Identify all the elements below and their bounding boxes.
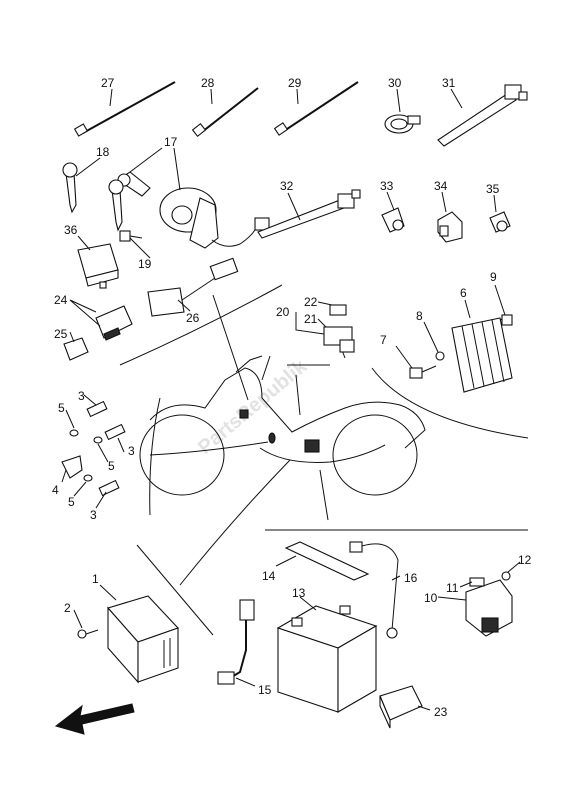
- callout-27: 27: [101, 76, 115, 90]
- part-33-clip[interactable]: [381, 207, 405, 233]
- callout-3-b: 3: [128, 444, 135, 458]
- part-5-washer-b[interactable]: [93, 436, 103, 444]
- part-3-bolt-a[interactable]: [86, 400, 108, 418]
- callout-4: 4: [52, 483, 59, 497]
- callout-18: 18: [96, 145, 110, 159]
- part-32-band[interactable]: [257, 189, 361, 239]
- part-14-strap[interactable]: [284, 541, 370, 581]
- section-dividers: [119, 284, 529, 636]
- part-1-control-unit[interactable]: [107, 595, 179, 684]
- part-8-washer[interactable]: [435, 351, 445, 361]
- part-6-rectifier-regulator[interactable]: [451, 314, 513, 393]
- callout-5-b: 5: [108, 459, 115, 473]
- part-3-bolt-b[interactable]: [104, 423, 126, 441]
- part-17-main-switch[interactable]: [117, 171, 270, 249]
- part-27-cable-tie[interactable]: [73, 81, 176, 137]
- callout-36: 36: [64, 223, 78, 237]
- part-10-starter-relay[interactable]: [465, 579, 513, 637]
- part-26-connector[interactable]: [147, 257, 239, 317]
- callout-34: 34: [434, 179, 448, 193]
- callout-23: 23: [434, 705, 448, 719]
- callout-30: 30: [388, 76, 402, 90]
- callout-21: 21: [304, 312, 318, 326]
- callout-3-c: 3: [90, 508, 97, 522]
- callout-10: 10: [424, 591, 438, 605]
- front-arrow-icon: [54, 703, 135, 735]
- callout-14: 14: [262, 569, 276, 583]
- part-22-fuse[interactable]: [329, 304, 347, 316]
- callout-3-a: 3: [78, 389, 85, 403]
- callout-24: 24: [54, 293, 68, 307]
- part-25-cover[interactable]: [63, 337, 89, 361]
- part-4-bracket[interactable]: [61, 455, 83, 479]
- part-15-battery-cable[interactable]: [217, 599, 255, 685]
- part-12-bolt[interactable]: [501, 571, 511, 581]
- part-29-cable-tie[interactable]: [273, 81, 359, 136]
- callout-32: 32: [280, 179, 294, 193]
- callout-31: 31: [442, 76, 456, 90]
- part-7-bolt[interactable]: [409, 365, 437, 379]
- watermark: PartsRepublik: [194, 355, 312, 459]
- part-21-relay[interactable]: [323, 326, 355, 359]
- part-3-bolt-c[interactable]: [98, 479, 120, 497]
- callout-22: 22: [304, 295, 318, 309]
- part-35-clip[interactable]: [489, 211, 511, 233]
- callout-6: 6: [460, 286, 467, 300]
- callout-1: 1: [92, 572, 99, 586]
- callout-35: 35: [486, 182, 500, 196]
- callout-33: 33: [380, 179, 394, 193]
- part-5-washer-c[interactable]: [83, 474, 93, 482]
- part-2-bolt[interactable]: [77, 629, 99, 639]
- part-13-battery[interactable]: [276, 605, 378, 713]
- callout-25: 25: [54, 327, 68, 341]
- callout-26: 26: [186, 311, 200, 325]
- callout-29: 29: [288, 76, 302, 90]
- callout-11: 11: [446, 581, 459, 595]
- callout-5-a: 5: [58, 401, 65, 415]
- callout-19: 19: [138, 257, 152, 271]
- part-9-clip[interactable]: [501, 314, 513, 326]
- part-36-relay[interactable]: [77, 243, 119, 289]
- part-24-coupler[interactable]: [95, 305, 133, 341]
- callout-13: 13: [292, 586, 306, 600]
- part-5-washer-a[interactable]: [69, 429, 79, 437]
- callout-20: 20: [276, 305, 290, 319]
- part-23-cover[interactable]: [379, 685, 423, 729]
- callout-28: 28: [201, 76, 215, 90]
- callout-2: 2: [64, 601, 71, 615]
- callout-labels: 27 28 29 30 31 17 18 19 36 32 33 34 35 2…: [52, 76, 532, 719]
- callout-7: 7: [380, 333, 387, 347]
- callout-16: 16: [404, 571, 418, 585]
- part-34-clip[interactable]: [437, 211, 463, 243]
- callout-8: 8: [416, 309, 423, 323]
- callout-12: 12: [518, 553, 532, 567]
- part-28-cable-tie[interactable]: [191, 87, 259, 138]
- part-30-clamp[interactable]: [384, 114, 421, 134]
- leader-lines: [61, 88, 521, 711]
- part-11-fuse[interactable]: [469, 577, 485, 587]
- callout-5-c: 5: [68, 495, 75, 509]
- callout-15: 15: [258, 683, 272, 697]
- motorcycle-outline: [139, 355, 426, 496]
- part-18-keys[interactable]: [62, 162, 124, 232]
- part-31-band[interactable]: [437, 84, 528, 147]
- part-16-battery-cable[interactable]: [349, 541, 399, 639]
- callout-17: 17: [164, 135, 178, 149]
- callout-9: 9: [490, 270, 497, 284]
- part-19-bolt[interactable]: [119, 230, 143, 242]
